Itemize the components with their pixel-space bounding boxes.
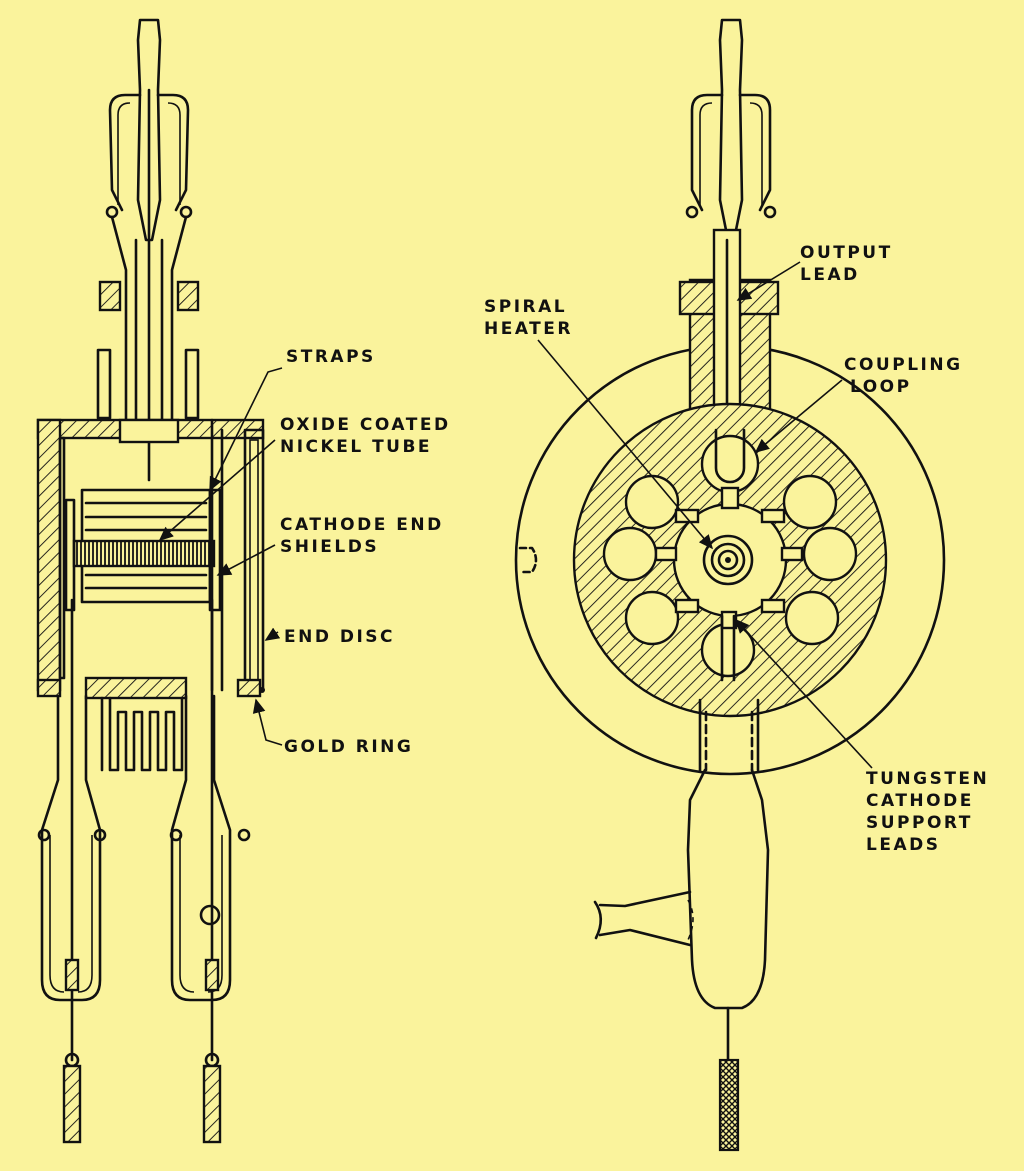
glass-bulb (686, 768, 770, 1010)
right-leaders (537, 261, 873, 769)
label-loop: LOOP (850, 377, 912, 397)
cathode-end-shield-left (64, 498, 76, 612)
label-oxide-coated: OXIDE COATED (280, 415, 451, 435)
label-shields: SHIELDS (280, 537, 380, 557)
label-coupling: COUPLING (844, 355, 963, 375)
end-section-view (514, 18, 946, 1152)
top-output-pin (718, 18, 744, 242)
lead-sleeve-right (202, 1064, 222, 1144)
anode-block-left-wall (36, 418, 62, 692)
label-support: SUPPORT (866, 813, 973, 833)
gold-ring (259, 687, 265, 693)
label-heater: HEATER (484, 319, 573, 339)
base-plate (84, 676, 188, 700)
label-leads: LEADS (866, 835, 941, 855)
cooling-fins (100, 696, 184, 772)
label-spiral: SPIRAL (484, 297, 568, 317)
threaded-nut (98, 280, 122, 312)
lead-braid (718, 1058, 740, 1152)
oxide-coated-nickel-tube (72, 539, 216, 568)
label-cathode-end: CATHODE END (280, 515, 444, 535)
label-gold-ring: GOLD RING (284, 737, 414, 757)
side-section-view (36, 18, 265, 1144)
label-straps: STRAPS (286, 347, 376, 367)
spiral-heater (702, 534, 754, 586)
lower-right-envelope (170, 694, 232, 1002)
label-nickel-tube: NICKEL TUBE (280, 437, 433, 457)
left-leaders (158, 367, 283, 746)
label-cathode: CATHODE (866, 791, 974, 811)
top-output-pin (136, 18, 162, 242)
label-end-disc: END DISC (284, 627, 396, 647)
coupling-loop (714, 428, 746, 484)
lead-sleeve-left (62, 1064, 82, 1144)
side-arm (598, 890, 692, 947)
label-tungsten: TUNGSTEN (866, 769, 990, 789)
glass-envelope-top (108, 93, 142, 212)
label-lead: LEAD (800, 265, 860, 285)
label-output: OUTPUT (800, 243, 893, 263)
